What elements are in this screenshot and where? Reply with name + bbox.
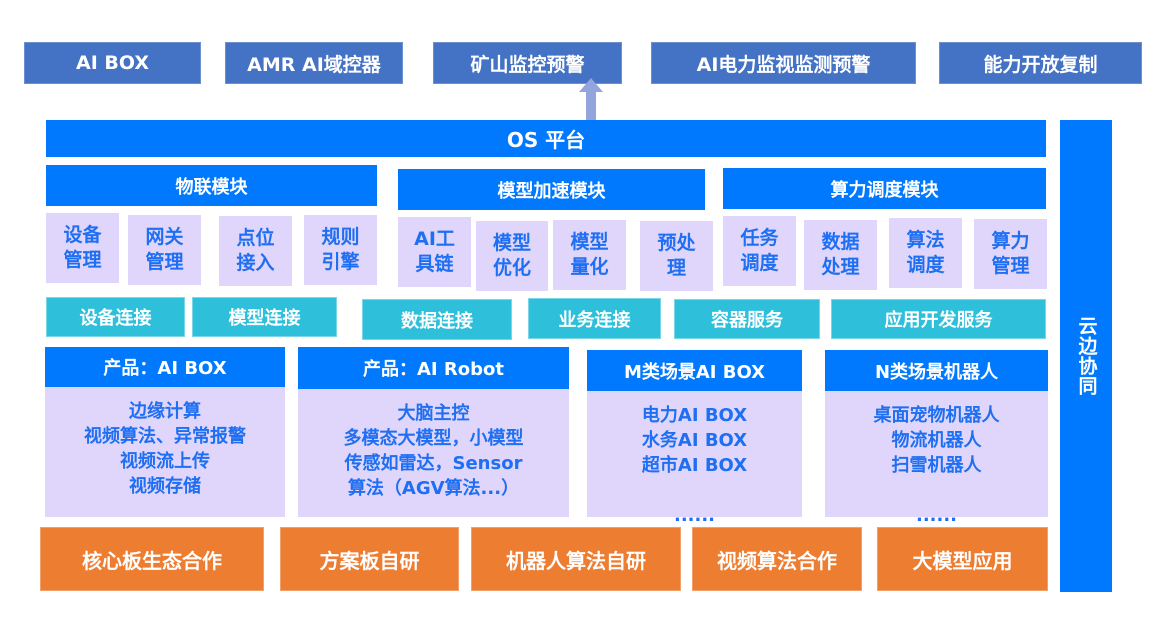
top-item-amr-controller: AMR AI域控器 [225, 42, 403, 84]
service-device-connection: 设备连接 [46, 297, 185, 337]
product-ai-box-header: 产品：AI BOX [45, 347, 285, 387]
module-item-device-mgmt: 设备 管理 [46, 213, 119, 283]
product-ai-robot-body: 大脑主控 多模态大模型，小模型 传感如雷达，Sensor 算法（AGV算法...… [298, 389, 569, 517]
os-platform-bar: OS 平台 [46, 120, 1046, 157]
bottom-solution-board-rnd: 方案板自研 [280, 527, 459, 591]
module-item-model-quantization: 模型 量化 [553, 220, 626, 290]
module-item-ai-toolchain: AI工 具链 [398, 217, 471, 287]
bottom-video-algorithm-cooperation: 视频算法合作 [692, 527, 862, 591]
module-model-accel-header: 模型加速模块 [398, 169, 705, 210]
product-ai-box-body: 边缘计算 视频算法、异常报警 视频流上传 视频存储 [45, 387, 285, 517]
product-n-scenario-body: 桌面宠物机器人 物流机器人 扫雪机器人 ...... [825, 391, 1048, 526]
bottom-large-model-application: 大模型应用 [877, 527, 1048, 591]
product-m-scenario-body: 电力AI BOX 水务AI BOX 超市AI BOX ...... [587, 391, 802, 526]
module-item-data-processing: 数据 处理 [804, 220, 877, 290]
bottom-core-board-cooperation: 核心板生态合作 [40, 527, 264, 591]
product-m-scenario-header: M类场景AI BOX [587, 350, 802, 391]
service-container: 容器服务 [674, 299, 820, 339]
product-ai-robot-header: 产品：AI Robot [298, 347, 569, 389]
module-item-preprocessing: 预处 理 [640, 221, 713, 291]
service-app-development: 应用开发服务 [831, 299, 1046, 339]
module-item-algorithm-scheduling: 算法 调度 [889, 218, 962, 288]
module-item-compute-mgmt: 算力 管理 [974, 219, 1047, 289]
top-item-power-monitoring: AI电力监视监测预警 [651, 42, 916, 84]
module-iot-header: 物联模块 [46, 165, 377, 206]
module-item-model-optimization: 模型 优化 [476, 221, 548, 291]
module-compute-scheduling-header: 算力调度模块 [723, 168, 1046, 209]
service-business-connection: 业务连接 [528, 298, 661, 339]
module-item-gateway-mgmt: 网关 管理 [128, 215, 201, 285]
top-item-ai-box: AI BOX [24, 42, 201, 84]
service-model-connection: 模型连接 [192, 297, 337, 337]
top-item-mine-monitoring: 矿山监控预警 [433, 42, 622, 84]
up-arrow-icon [579, 78, 603, 122]
bottom-robot-algorithm-rnd: 机器人算法自研 [471, 527, 681, 591]
service-data-connection: 数据连接 [362, 299, 512, 340]
top-item-capability-replication: 能力开放复制 [939, 42, 1142, 84]
cloud-edge-collaboration-bar: 云边协同 [1060, 120, 1112, 592]
product-n-scenario-header: N类场景机器人 [825, 350, 1048, 391]
module-item-point-access: 点位 接入 [219, 216, 292, 286]
module-item-rule-engine: 规则 引擎 [304, 215, 377, 285]
module-item-task-scheduling: 任务 调度 [723, 216, 796, 286]
